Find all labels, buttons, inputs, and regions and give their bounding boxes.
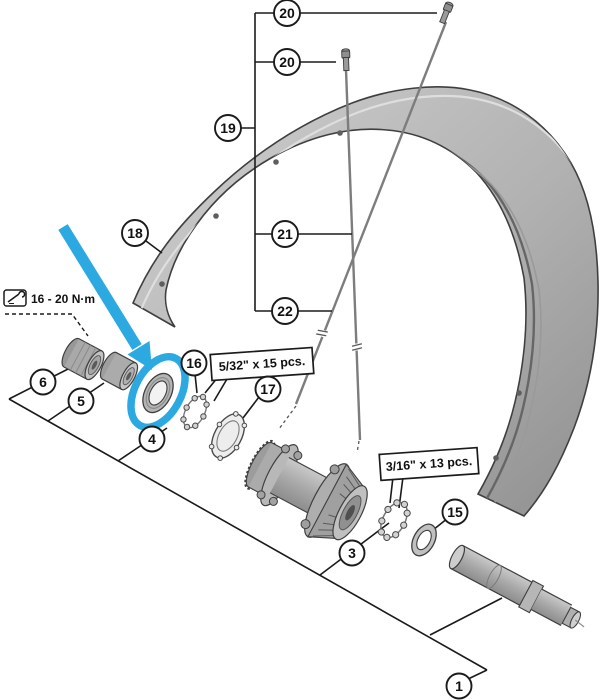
callout-20-mid: 20	[273, 48, 301, 76]
line-16	[194, 373, 198, 394]
spoke-21	[344, 69, 362, 441]
callout-17: 17	[254, 375, 282, 403]
part-lock-plate-17	[208, 411, 248, 461]
ball-spec-large-text: 3/16" x 13 pcs.	[385, 454, 472, 474]
rim-spoke-holes	[159, 130, 522, 461]
spoke-nipple-top	[439, 1, 454, 25]
callout-6-num: 6	[39, 374, 47, 390]
torque-leader-dashed	[5, 313, 89, 337]
callout-21-num: 21	[277, 226, 293, 242]
spokes	[278, 1, 454, 454]
ball-spec-small-label: 5/32" x 15 pcs.	[209, 346, 315, 382]
torque-label: 16 - 20 N·m	[3, 289, 95, 307]
callout-18-num: 18	[127, 225, 143, 241]
highlight-arrow-shaft	[58, 224, 142, 350]
callouts: 20 20 19 18 21 22 16 17	[29, 0, 473, 700]
callout-19-num: 19	[220, 120, 236, 136]
callout-20-top: 20	[273, 0, 301, 27]
callout-20-top-num: 20	[279, 5, 295, 21]
axis-main-line	[8, 398, 488, 671]
part-ball-retainer-16	[180, 393, 210, 431]
spoke-break-mark	[316, 328, 328, 338]
line-17	[242, 396, 260, 419]
hub-body	[244, 439, 368, 541]
callout-15-num: 15	[447, 504, 463, 520]
callout-4: 4	[138, 425, 166, 453]
callout-5: 5	[67, 387, 95, 415]
branch-axle	[429, 597, 503, 636]
torque-wrench-icon	[3, 289, 27, 307]
torque-wrench-glyph	[7, 290, 26, 303]
callout-15: 15	[441, 498, 469, 526]
spoke-nipple-mid	[341, 48, 351, 72]
callout-20-mid-num: 20	[279, 54, 295, 70]
callout-17-num: 17	[260, 381, 276, 397]
rim	[131, 86, 599, 517]
callout-5-num: 5	[77, 393, 85, 409]
callout-1: 1	[445, 672, 473, 700]
callout-16: 16	[180, 349, 208, 377]
callout-4-num: 4	[148, 431, 156, 447]
ball-spec-small-text: 5/32" x 15 pcs.	[218, 354, 305, 374]
callout-21: 21	[271, 220, 299, 248]
callout-19: 19	[214, 114, 242, 142]
callout-3-num: 3	[348, 545, 356, 561]
callout-16-num: 16	[186, 355, 202, 371]
callout-22: 22	[271, 297, 299, 325]
callout-3: 3	[338, 539, 366, 567]
part-seal-4	[142, 372, 174, 414]
callout-1-num: 1	[455, 678, 463, 694]
highlight	[58, 224, 189, 431]
highlight-circle	[127, 353, 189, 431]
part-ball-retainer-large	[377, 499, 411, 542]
part-end-cap-6	[61, 337, 105, 381]
spoke-break-mark	[351, 343, 363, 351]
callout-22-num: 22	[277, 303, 293, 319]
rim-band	[131, 86, 599, 517]
ball-spec-large-label: 3/16" x 13 pcs.	[378, 446, 480, 482]
callout-6: 6	[29, 368, 57, 396]
part-axle	[448, 544, 585, 629]
highlight-arrow-head	[127, 341, 152, 370]
part-seal-15	[411, 523, 437, 557]
callout-18: 18	[121, 219, 149, 247]
line-18	[145, 240, 163, 254]
spoke-end-dashes	[278, 405, 360, 454]
part-cone-5	[99, 351, 139, 391]
rim-inner-lip2	[179, 140, 542, 507]
torque-value: 16 - 20 N·m	[31, 292, 95, 306]
ball-spec-large-box	[378, 446, 480, 482]
spoke-22	[294, 21, 448, 405]
